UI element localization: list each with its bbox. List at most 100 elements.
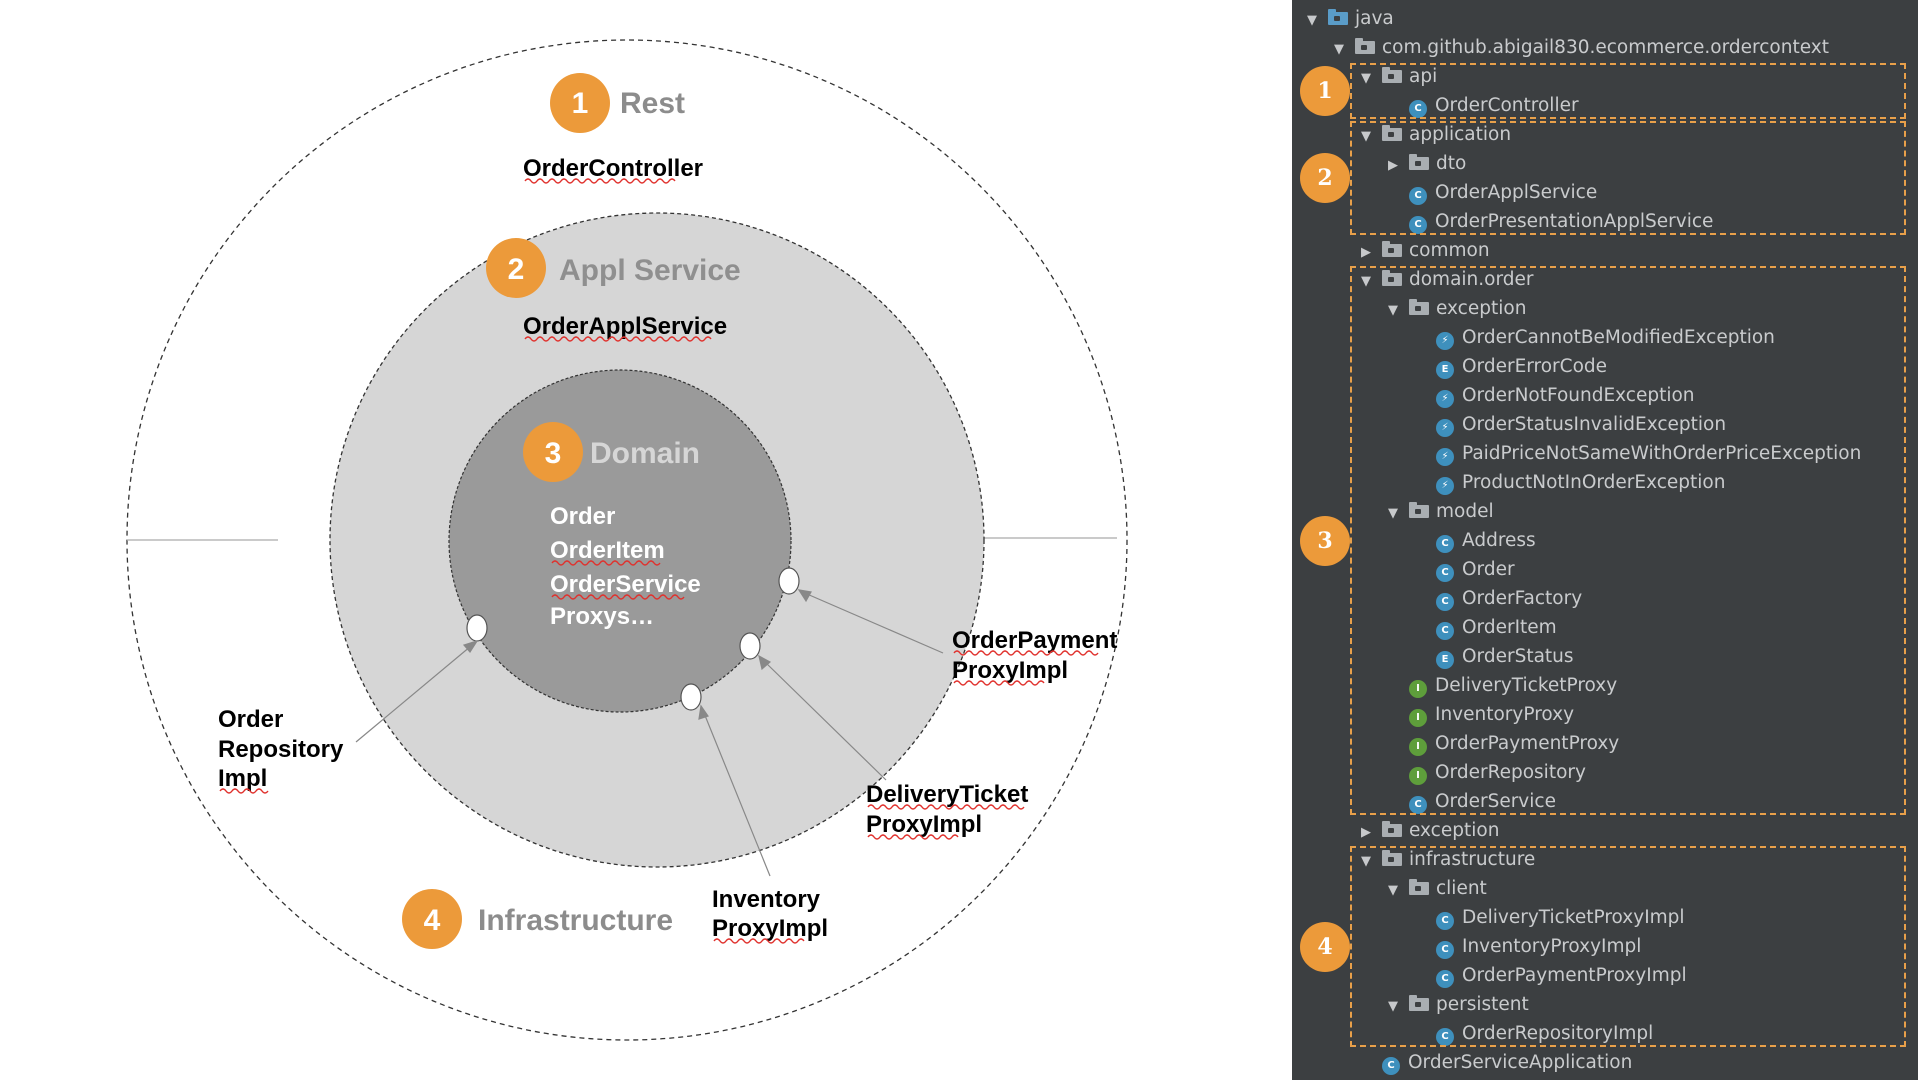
port-delivery	[739, 632, 761, 660]
exception-class-icon: ⚡	[1436, 390, 1454, 408]
adapter-delivery-line1: DeliveryTicket	[866, 781, 1028, 808]
class-icon: C	[1436, 593, 1454, 611]
class-icon: C	[1436, 1028, 1454, 1046]
tree-row-label: PaidPriceNotSameWithOrderPriceException	[1462, 443, 1862, 464]
expand-arrow-icon[interactable]: ▼	[1388, 883, 1398, 898]
tree-row[interactable]: ▼ api	[1358, 62, 1437, 91]
package-folder-icon	[1382, 270, 1402, 286]
package-folder-icon	[1409, 995, 1429, 1011]
tree-row-label: ProductNotInOrderException	[1462, 472, 1726, 493]
adapter-repository-line1: Order	[218, 706, 283, 733]
arrow-inventory	[703, 712, 771, 877]
tree-row-label: Order	[1462, 559, 1515, 580]
class-icon: C	[1436, 535, 1454, 553]
package-folder-icon	[1355, 38, 1375, 54]
tree-row-label: infrastructure	[1409, 849, 1536, 870]
adapter-repository-line3: Impl	[218, 765, 267, 792]
tree-row-label: OrderApplService	[1435, 182, 1598, 203]
tree-row-label: OrderCannotBeModifiedException	[1462, 327, 1775, 348]
layer-4-number: 4	[424, 904, 441, 937]
collapse-arrow-icon[interactable]: ▶	[1388, 158, 1398, 173]
folder-blue-icon	[1328, 9, 1348, 25]
tree-row[interactable]: ▼ application	[1358, 120, 1511, 149]
tree-row-label: InventoryProxy	[1435, 704, 1575, 725]
tree-row[interactable]: ⚡OrderStatusInvalidException	[1412, 410, 1726, 439]
expand-arrow-icon[interactable]: ▼	[1307, 13, 1317, 28]
enum-icon: E	[1436, 651, 1454, 669]
project-tree-panel[interactable]: ▼java▼com.github.abigail830.ecommerce.or…	[1292, 0, 1918, 1080]
collapse-arrow-icon[interactable]: ▶	[1361, 825, 1371, 840]
expand-arrow-icon[interactable]: ▼	[1388, 999, 1398, 1014]
package-folder-icon	[1382, 850, 1402, 866]
layer-number-badge: 2	[1300, 153, 1350, 203]
tree-row[interactable]: ⚡PaidPriceNotSameWithOrderPriceException	[1412, 439, 1861, 468]
tree-row[interactable]: ▼persistent	[1385, 990, 1529, 1019]
tree-row-label: OrderRepositoryImpl	[1462, 1023, 1654, 1044]
package-folder-icon	[1382, 241, 1402, 257]
package-folder-icon	[1409, 154, 1429, 170]
expand-arrow-icon[interactable]: ▼	[1361, 274, 1371, 289]
package-folder-icon	[1409, 299, 1429, 315]
class-icon: C	[1436, 970, 1454, 988]
adapter-payment-line2: ProxyImpl	[952, 657, 1068, 684]
tree-row[interactable]: ▼model	[1385, 497, 1494, 526]
tree-row[interactable]: ⚡OrderNotFoundException	[1412, 381, 1695, 410]
tree-row[interactable]: C InventoryProxyImpl	[1412, 932, 1641, 961]
tree-row-label: InventoryProxyImpl	[1462, 936, 1642, 957]
tree-row[interactable]: ⚡ProductNotInOrderException	[1412, 468, 1725, 497]
expand-arrow-icon[interactable]: ▼	[1334, 42, 1344, 57]
tree-row-label: client	[1436, 878, 1487, 899]
expand-arrow-icon[interactable]: ▼	[1361, 129, 1371, 144]
tree-row[interactable]: ⚡OrderCannotBeModifiedException	[1412, 323, 1775, 352]
class-icon: C	[1436, 941, 1454, 959]
tree-row[interactable]: ▼ infrastructure	[1358, 845, 1535, 874]
tree-row[interactable]: ▼java	[1304, 4, 1394, 33]
tree-row[interactable]: ▼ client	[1385, 874, 1487, 903]
tree-row[interactable]: C OrderRepositoryImpl	[1412, 1019, 1653, 1048]
expand-arrow-icon[interactable]: ▼	[1361, 854, 1371, 869]
squiggle-impl	[219, 788, 269, 794]
adapter-repository-line2: Repository	[218, 736, 344, 763]
layer-group-box	[1350, 121, 1906, 235]
tree-row-label: dto	[1436, 153, 1467, 174]
interface-icon: I	[1409, 767, 1427, 785]
layer-3-title: Domain	[590, 437, 700, 470]
layer-group-box	[1350, 846, 1906, 1047]
tree-row[interactable]: ▶ dto	[1385, 149, 1466, 178]
class-icon: C	[1409, 216, 1427, 234]
expand-arrow-icon[interactable]: ▼	[1388, 303, 1398, 318]
tree-row-label: api	[1409, 66, 1438, 87]
expand-arrow-icon[interactable]: ▼	[1361, 71, 1371, 86]
tree-row-label: application	[1409, 124, 1512, 145]
arrowhead-delivery	[758, 654, 772, 671]
domain-item-proxys: Proxys…	[550, 603, 654, 630]
expand-arrow-icon[interactable]: ▼	[1388, 506, 1398, 521]
tree-row[interactable]: ▶exception	[1358, 816, 1499, 845]
tree-row[interactable]: ▼exception	[1385, 294, 1526, 323]
tree-row-label: DeliveryTicketProxy	[1435, 675, 1618, 696]
tree-row[interactable]: ▼ com.github.abigail830.ecommerce.orderco…	[1331, 33, 1829, 62]
tree-row[interactable]: ▼domain.order	[1358, 265, 1534, 294]
tree-row-label: com.github.abigail830.ecommerce.ordercon…	[1382, 37, 1829, 58]
layer-2-title: Appl Service	[559, 254, 741, 287]
tree-row[interactable]: ▶common	[1358, 236, 1490, 265]
domain-item-order: Order	[550, 503, 615, 530]
collapse-arrow-icon[interactable]: ▶	[1361, 245, 1371, 260]
